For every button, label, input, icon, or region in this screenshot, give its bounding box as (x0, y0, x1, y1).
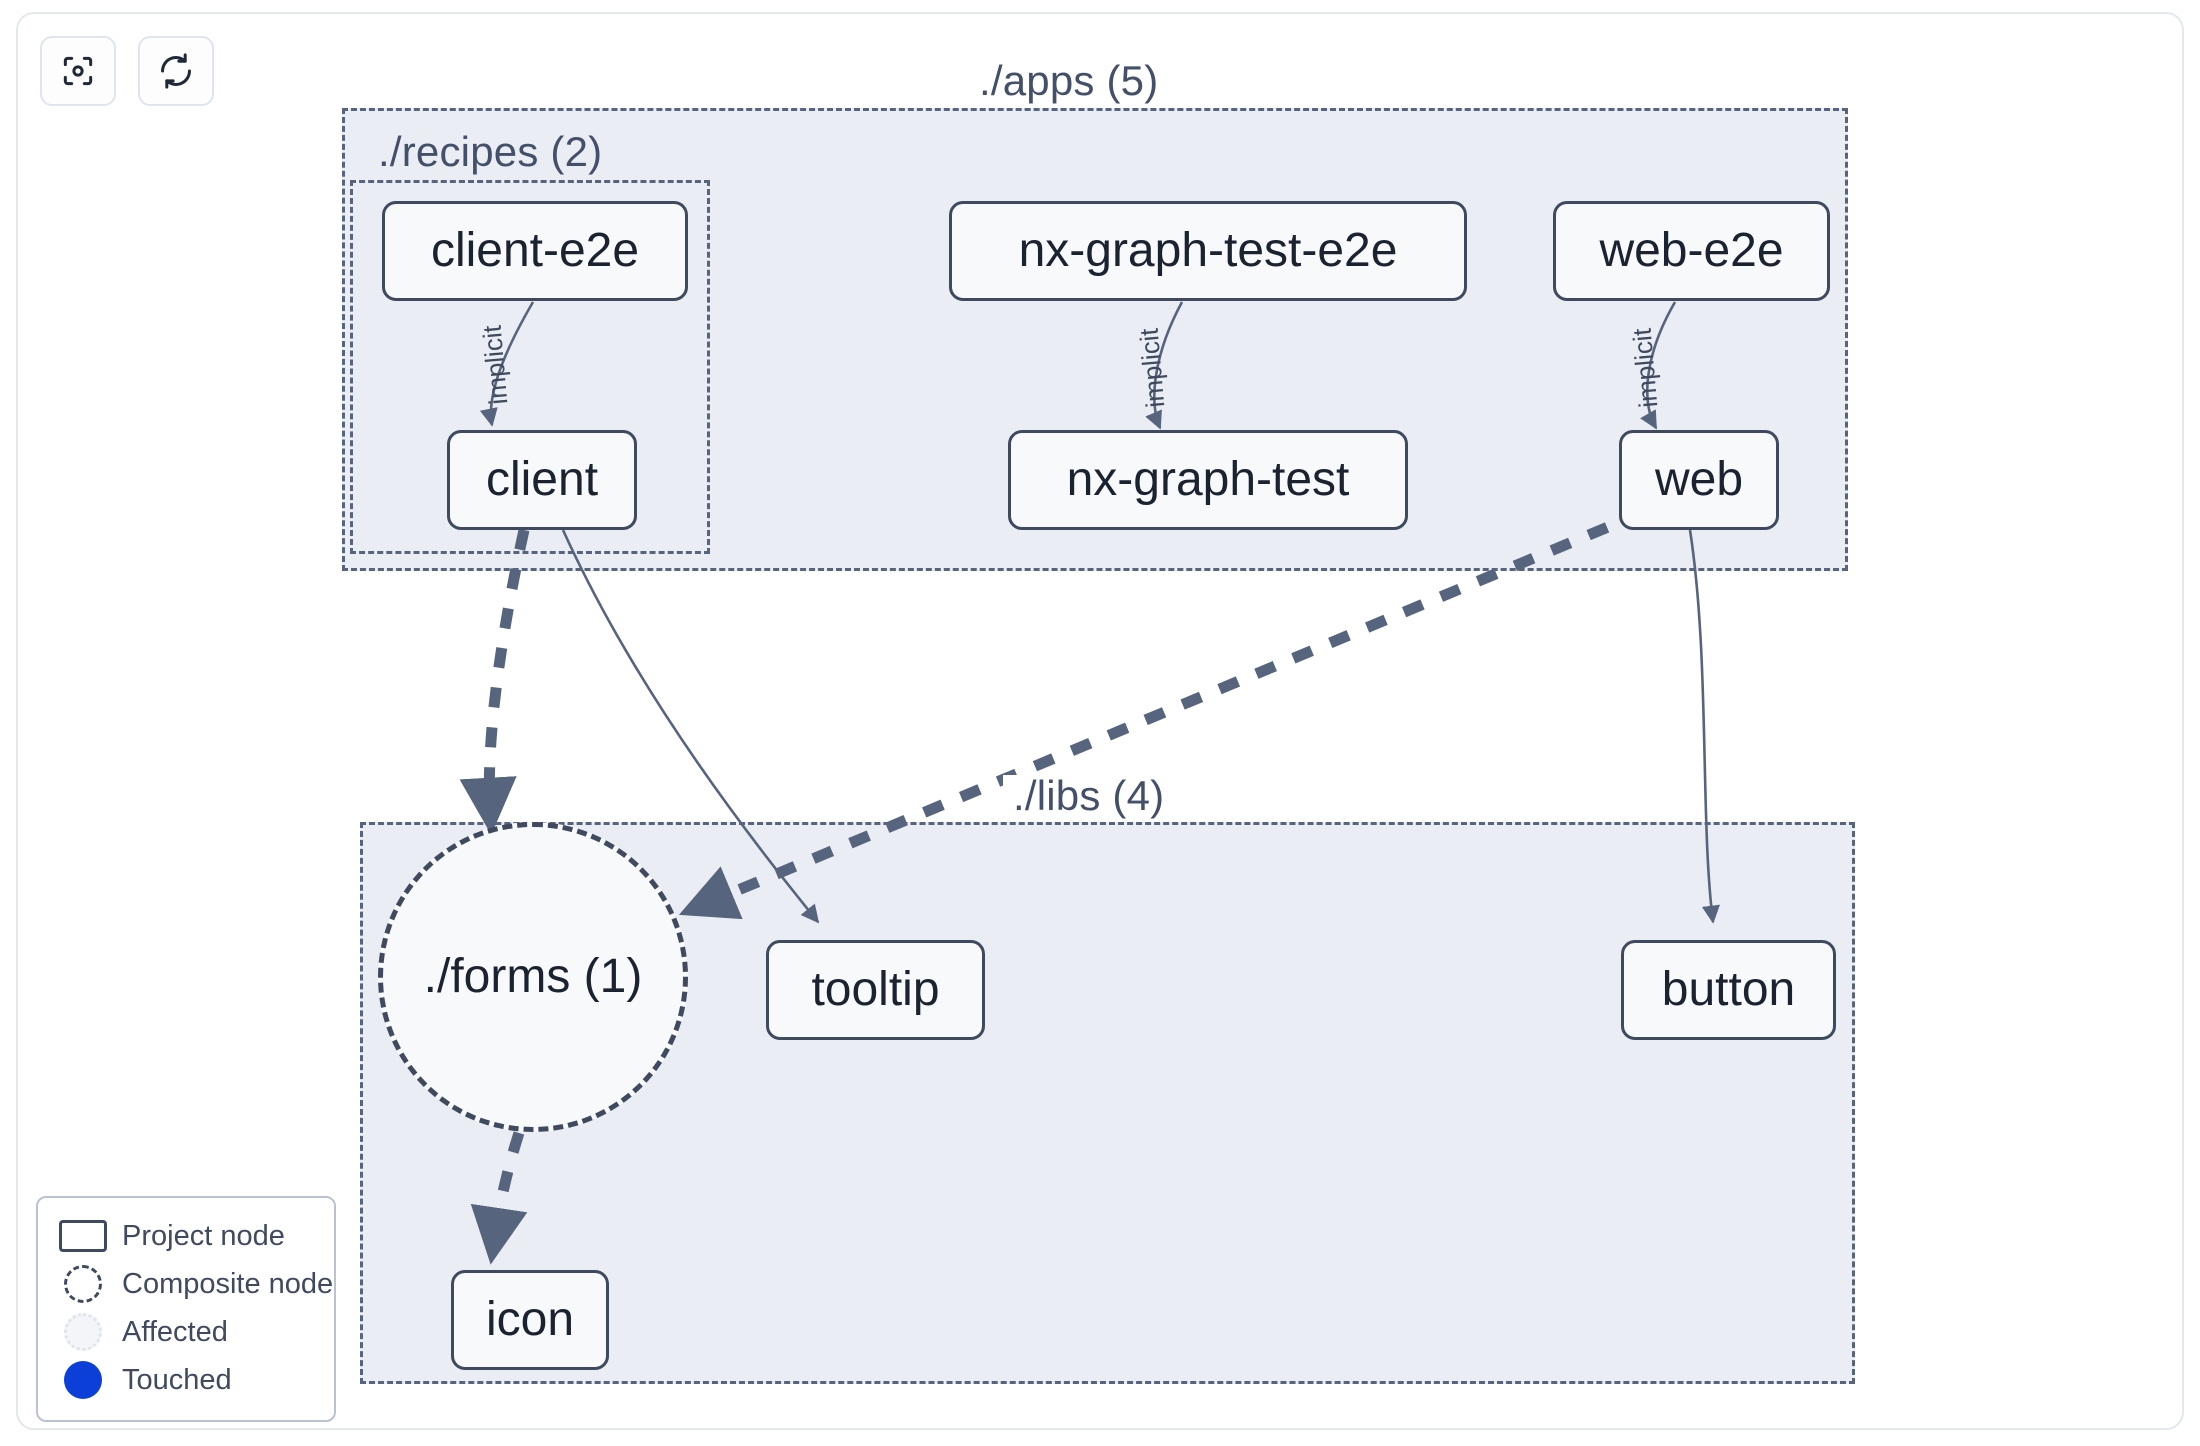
legend-label-project-node: Project node (122, 1219, 285, 1252)
node-label-nx-graph-test: nx-graph-test (1066, 453, 1350, 506)
node-label-nx-graph-test-e2e: nx-graph-test-e2e (1018, 224, 1398, 277)
node-label-client: client (485, 453, 599, 506)
node-label-client-e2e: client-e2e (430, 224, 640, 277)
composite-node-swatch (54, 1265, 112, 1303)
node-web-e2e[interactable]: web-e2e (1553, 201, 1830, 301)
node-client[interactable]: client (447, 430, 637, 530)
node-tooltip[interactable]: tooltip (766, 940, 985, 1040)
focus-scan-icon (59, 52, 97, 90)
focus-graph-button[interactable] (40, 36, 116, 106)
group-label-libs: ./libs (4) (1003, 775, 1175, 817)
group-label-apps: ./apps (5) (969, 60, 1169, 102)
node-nx-graph-test-e2e[interactable]: nx-graph-test-e2e (949, 201, 1467, 301)
affected-swatch (54, 1313, 112, 1351)
node-label-forms: ./forms (1) (423, 950, 643, 1003)
graph-legend: Project node Composite node Affected Tou… (36, 1196, 336, 1422)
refresh-graph-button[interactable] (138, 36, 214, 106)
legend-label-touched: Touched (122, 1363, 232, 1396)
node-icon[interactable]: icon (451, 1270, 609, 1370)
node-label-web: web (1654, 453, 1744, 506)
legend-row-composite-node: Composite node (54, 1260, 333, 1308)
touched-swatch (54, 1361, 112, 1399)
node-label-button: button (1661, 963, 1796, 1016)
legend-row-touched: Touched (54, 1356, 318, 1404)
node-nx-graph-test[interactable]: nx-graph-test (1008, 430, 1408, 530)
node-label-icon: icon (485, 1293, 575, 1346)
node-web[interactable]: web (1619, 430, 1779, 530)
legend-row-affected: Affected (54, 1308, 318, 1356)
group-label-recipes: ./recipes (2) (378, 128, 603, 175)
node-label-tooltip: tooltip (811, 963, 940, 1016)
node-button[interactable]: button (1621, 940, 1836, 1040)
legend-label-affected: Affected (122, 1315, 228, 1348)
node-label-web-e2e: web-e2e (1599, 224, 1784, 277)
graph-toolbar (40, 36, 214, 106)
project-node-swatch (54, 1220, 112, 1252)
refresh-icon (157, 52, 195, 90)
node-forms-composite[interactable]: ./forms (1) (378, 822, 688, 1132)
legend-label-composite-node: Composite node (122, 1267, 334, 1300)
node-client-e2e[interactable]: client-e2e (382, 201, 688, 301)
legend-row-project-node: Project node (54, 1212, 318, 1260)
